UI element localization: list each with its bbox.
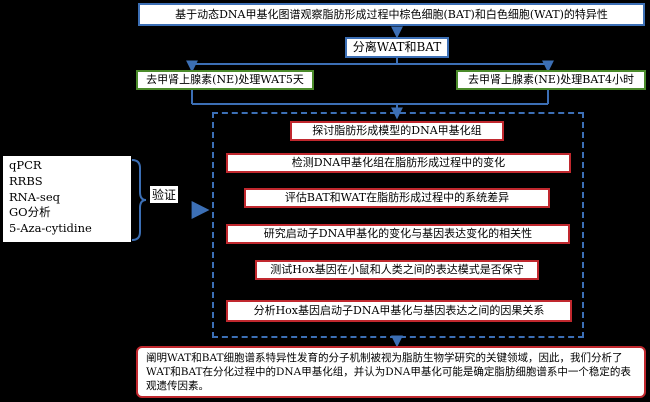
methods-list: qPCR RRBS RNA-seq GO分析 5-Aza-cytidine — [3, 156, 131, 242]
step-2-text: 检测DNA甲基化组在脂肪形成过程中的变化 — [291, 156, 506, 170]
step-6-box: 分析Hox基因启动子DNA甲基化与基因表达之间的因果关系 — [226, 300, 572, 322]
separate-box: 分离WAT和BAT — [345, 37, 449, 58]
steps-dashed-group — [212, 112, 584, 338]
step-2-box: 检测DNA甲基化组在脂肪形成过程中的变化 — [226, 153, 571, 173]
step-4-box: 研究启动子DNA甲基化的变化与基因表达变化的相关性 — [226, 224, 570, 244]
step-1-text: 探讨脂肪形成模型的DNA甲基化组 — [312, 124, 482, 138]
top-objective-text: 基于动态DNA甲基化图谱观察脂肪形成过程中棕色细胞(BAT)和白色细胞(WAT)… — [175, 7, 608, 21]
method-item: GO分析 — [9, 205, 51, 220]
step-6-text: 分析Hox基因启动子DNA甲基化与基因表达之间的因果关系 — [253, 304, 545, 318]
left-branch-box: 去甲肾上腺素(NE)处理WAT5天 — [136, 70, 314, 90]
step-1-box: 探讨脂肪形成模型的DNA甲基化组 — [290, 121, 504, 141]
step-5-text: 测试Hox基因在小鼠和人类之间的表达模式是否保守 — [270, 263, 524, 277]
step-4-text: 研究启动子DNA甲基化的变化与基因表达变化的相关性 — [263, 227, 533, 241]
top-objective-box: 基于动态DNA甲基化图谱观察脂肪形成过程中棕色细胞(BAT)和白色细胞(WAT)… — [138, 3, 645, 26]
right-branch-text: 去甲肾上腺素(NE)处理BAT4小时 — [468, 73, 634, 87]
conclusion-box: 阐明WAT和BAT细胞谱系特异性发育的分子机制被视为脂肪生物学研究的关键领域，因… — [136, 346, 646, 398]
step-3-box: 评估BAT和WAT在脂肪形成过程中的系统差异 — [244, 188, 550, 208]
left-branch-text: 去甲肾上腺素(NE)处理WAT5天 — [146, 73, 304, 87]
conclusion-text: 阐明WAT和BAT细胞谱系特异性发育的分子机制被视为脂肪生物学研究的关键领域，因… — [146, 352, 631, 392]
method-item: qPCR — [9, 158, 42, 172]
method-item: RRBS — [9, 173, 43, 188]
method-item: 5-Aza-cytidine — [9, 221, 92, 236]
step-5-box: 测试Hox基因在小鼠和人类之间的表达模式是否保守 — [255, 260, 539, 280]
right-branch-box: 去甲肾上腺素(NE)处理BAT4小时 — [456, 70, 646, 90]
step-3-text: 评估BAT和WAT在脂肪形成过程中的系统差异 — [284, 191, 510, 205]
methods-bracket — [131, 159, 147, 241]
verify-label: 验证 — [150, 186, 179, 203]
method-item: RNA-seq — [9, 189, 60, 204]
separate-text: 分离WAT和BAT — [352, 40, 442, 55]
